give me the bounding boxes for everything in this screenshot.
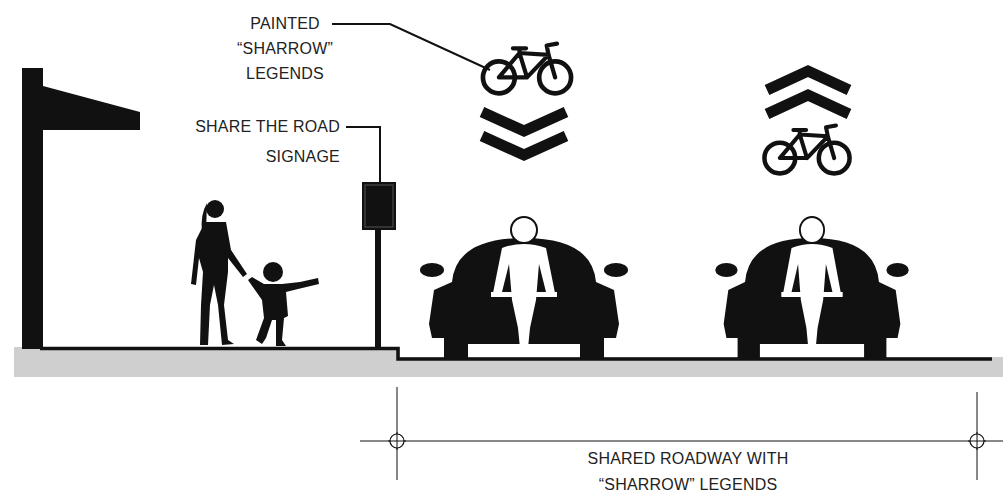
sharrow-bicycle [483, 44, 571, 94]
pedestrian-child [248, 277, 319, 346]
share-the-road-sign [362, 182, 396, 230]
dimension-crosshair [388, 432, 986, 450]
sharrow-chevrons [767, 71, 849, 114]
sign-border [365, 185, 393, 227]
car-rear-view [715, 217, 908, 358]
car-with-cyclist [715, 217, 908, 358]
sharrow-bicycle [764, 125, 849, 173]
child-head [263, 262, 283, 282]
awning [43, 86, 140, 130]
car-rear-view [420, 217, 628, 358]
pedestrians [191, 200, 319, 346]
sharrow-chevrons [482, 112, 566, 155]
leader-line [346, 127, 380, 182]
pedestrian-head [206, 200, 224, 218]
callout-label: SHARE THE ROAD SIGNAGE [160, 112, 340, 172]
curb-line [40, 349, 992, 360]
car-with-cyclist [420, 217, 628, 358]
leader-line [332, 24, 490, 70]
building-post [22, 68, 43, 349]
sign-post [375, 228, 381, 349]
pedestrian-adult [191, 222, 247, 345]
callout-label: SHARED ROADWAY WITH “SHARROW” LEGENDS [538, 446, 838, 498]
dimension-line [360, 441, 1003, 442]
callout-label: PAINTED “SHARROW” LEGENDS [230, 11, 340, 86]
sidewalk [14, 347, 400, 377]
